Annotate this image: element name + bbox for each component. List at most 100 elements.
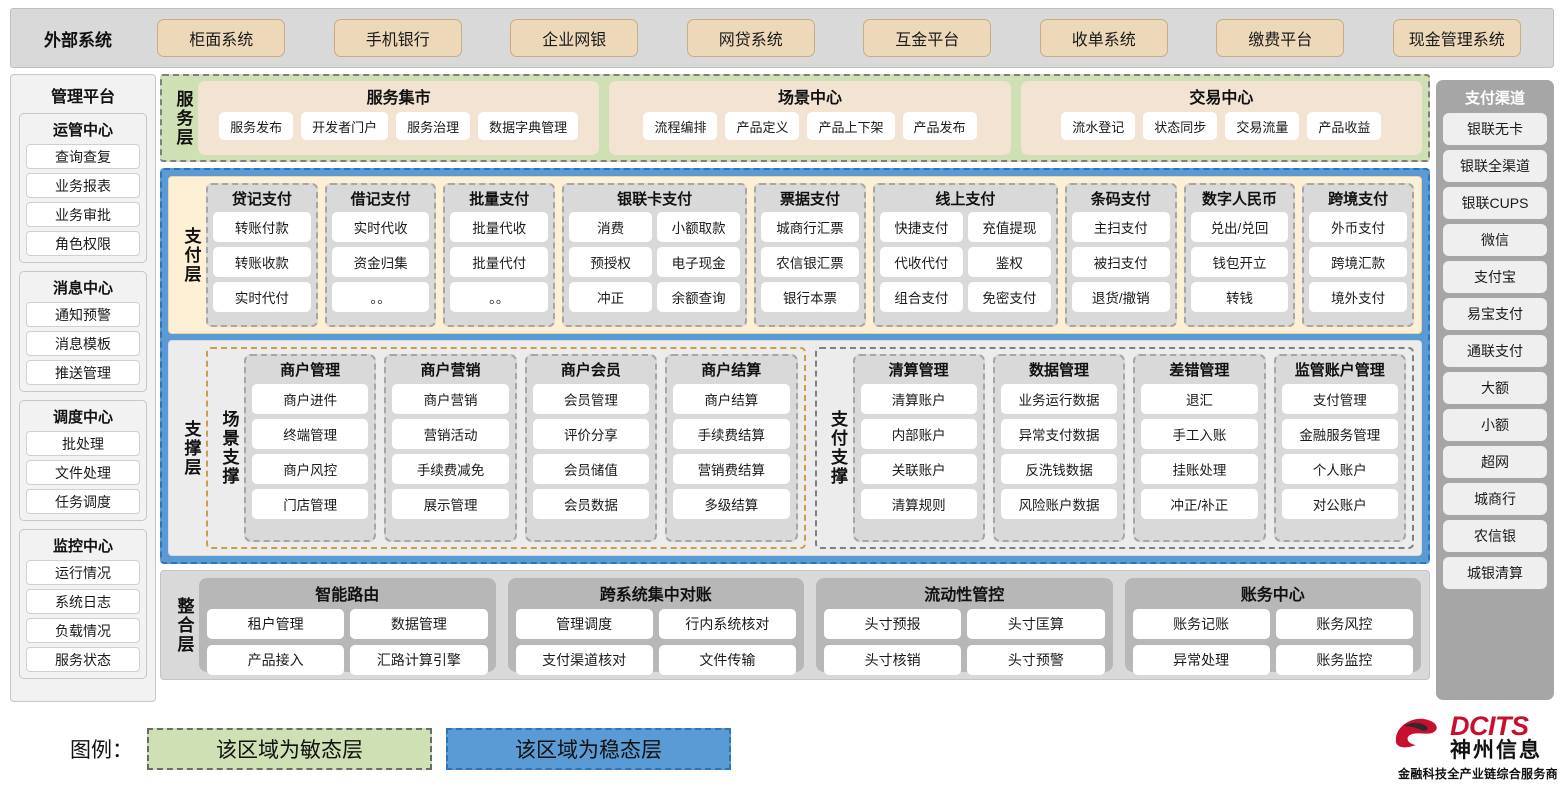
support-cell[interactable]: 清算账户 xyxy=(861,384,977,414)
service-chip[interactable]: 交易流量 xyxy=(1225,112,1299,140)
payment-cell[interactable]: 城商行汇票 xyxy=(761,212,859,242)
management-item[interactable]: 文件处理 xyxy=(26,460,140,485)
integration-cell[interactable]: 头寸预报 xyxy=(824,609,961,639)
support-cell[interactable]: 会员储值 xyxy=(533,454,649,484)
integration-cell[interactable]: 头寸预警 xyxy=(967,645,1104,675)
support-cell[interactable]: 退汇 xyxy=(1141,384,1257,414)
support-cell[interactable]: 手续费减免 xyxy=(392,454,508,484)
management-item[interactable]: 角色权限 xyxy=(26,231,140,256)
payment-cell[interactable]: 批量代收 xyxy=(450,212,548,242)
payment-cell[interactable]: 退货/撤销 xyxy=(1072,282,1170,312)
payment-channel-item[interactable]: 银联CUPS xyxy=(1443,187,1547,219)
management-item[interactable]: 消息模板 xyxy=(26,331,140,356)
payment-cell[interactable]: 钱包开立 xyxy=(1191,247,1289,277)
integration-cell[interactable]: 头寸核销 xyxy=(824,645,961,675)
support-cell[interactable]: 营销费结算 xyxy=(673,454,789,484)
integration-cell[interactable]: 异常处理 xyxy=(1133,645,1270,675)
support-cell[interactable]: 冲正/补正 xyxy=(1141,489,1257,519)
support-cell[interactable]: 手工入账 xyxy=(1141,419,1257,449)
external-system-chip[interactable]: 网贷系统 xyxy=(687,19,815,57)
support-cell[interactable]: 手续费结算 xyxy=(673,419,789,449)
payment-cell[interactable]: 小额取款 xyxy=(657,212,740,242)
payment-cell[interactable]: 转账收款 xyxy=(213,247,311,277)
payment-cell[interactable]: 实时代付 xyxy=(213,282,311,312)
payment-channel-item[interactable]: 通联支付 xyxy=(1443,335,1547,367)
support-cell[interactable]: 个人账户 xyxy=(1282,454,1398,484)
payment-channel-item[interactable]: 大额 xyxy=(1443,372,1547,404)
support-cell[interactable]: 挂账处理 xyxy=(1141,454,1257,484)
integration-cell[interactable]: 行内系统核对 xyxy=(659,609,796,639)
integration-cell[interactable]: 汇路计算引擎 xyxy=(350,645,487,675)
support-cell[interactable]: 多级结算 xyxy=(673,489,789,519)
payment-cell[interactable]: 充值提现 xyxy=(968,212,1051,242)
support-cell[interactable]: 商户营销 xyxy=(392,384,508,414)
support-cell[interactable]: 关联账户 xyxy=(861,454,977,484)
payment-cell[interactable]: 银行本票 xyxy=(761,282,859,312)
integration-cell[interactable]: 数据管理 xyxy=(350,609,487,639)
integration-cell[interactable]: 文件传输 xyxy=(659,645,796,675)
payment-channel-item[interactable]: 支付宝 xyxy=(1443,261,1547,293)
service-chip[interactable]: 产品发布 xyxy=(903,112,977,140)
support-cell[interactable]: 展示管理 xyxy=(392,489,508,519)
integration-cell[interactable]: 头寸匡算 xyxy=(967,609,1104,639)
payment-cell[interactable]: 预授权 xyxy=(569,247,652,277)
service-chip[interactable]: 数据字典管理 xyxy=(478,112,578,140)
support-cell[interactable]: 评价分享 xyxy=(533,419,649,449)
payment-cell[interactable]: 电子现金 xyxy=(657,247,740,277)
support-cell[interactable]: 营销活动 xyxy=(392,419,508,449)
payment-cell[interactable]: 外币支付 xyxy=(1309,212,1407,242)
payment-channel-item[interactable]: 农信银 xyxy=(1443,520,1547,552)
support-cell[interactable]: 支付管理 xyxy=(1282,384,1398,414)
management-item[interactable]: 系统日志 xyxy=(26,589,140,614)
support-cell[interactable]: 反洗钱数据 xyxy=(1001,454,1117,484)
external-system-chip[interactable]: 手机银行 xyxy=(334,19,462,57)
payment-cell[interactable]: 批量代付 xyxy=(450,247,548,277)
external-system-chip[interactable]: 缴费平台 xyxy=(1216,19,1344,57)
management-item[interactable]: 查询查复 xyxy=(26,144,140,169)
management-item[interactable]: 推送管理 xyxy=(26,360,140,385)
service-chip[interactable]: 产品上下架 xyxy=(807,112,894,140)
support-cell[interactable]: 商户进件 xyxy=(252,384,368,414)
integration-cell[interactable]: 产品接入 xyxy=(207,645,344,675)
payment-cell[interactable]: 农信银汇票 xyxy=(761,247,859,277)
payment-cell[interactable]: 快捷支付 xyxy=(880,212,963,242)
payment-cell[interactable]: 冲正 xyxy=(569,282,652,312)
payment-channel-item[interactable]: 微信 xyxy=(1443,224,1547,256)
external-system-chip[interactable]: 现金管理系统 xyxy=(1393,19,1521,57)
payment-channel-item[interactable]: 超网 xyxy=(1443,446,1547,478)
payment-cell[interactable]: 鉴权 xyxy=(968,247,1051,277)
support-cell[interactable]: 风险账户数据 xyxy=(1001,489,1117,519)
service-chip[interactable]: 开发者门户 xyxy=(301,112,388,140)
payment-cell[interactable]: 主扫支付 xyxy=(1072,212,1170,242)
support-cell[interactable]: 清算规则 xyxy=(861,489,977,519)
management-item[interactable]: 通知预警 xyxy=(26,302,140,327)
payment-cell[interactable]: 兑出/兑回 xyxy=(1191,212,1289,242)
service-chip[interactable]: 流程编排 xyxy=(643,112,717,140)
integration-cell[interactable]: 账务监控 xyxy=(1276,645,1413,675)
support-cell[interactable]: 商户风控 xyxy=(252,454,368,484)
payment-cell[interactable]: 代收代付 xyxy=(880,247,963,277)
payment-cell[interactable]: 被扫支付 xyxy=(1072,247,1170,277)
payment-cell[interactable]: 实时代收 xyxy=(332,212,430,242)
management-item[interactable]: 业务审批 xyxy=(26,202,140,227)
management-item[interactable]: 任务调度 xyxy=(26,489,140,514)
integration-cell[interactable]: 账务记账 xyxy=(1133,609,1270,639)
payment-cell[interactable]: 转钱 xyxy=(1191,282,1289,312)
support-cell[interactable]: 会员管理 xyxy=(533,384,649,414)
support-cell[interactable]: 终端管理 xyxy=(252,419,368,449)
external-system-chip[interactable]: 企业网银 xyxy=(510,19,638,57)
payment-cell[interactable]: 。。 xyxy=(332,282,430,312)
payment-channel-item[interactable]: 易宝支付 xyxy=(1443,298,1547,330)
external-system-chip[interactable]: 收单系统 xyxy=(1040,19,1168,57)
external-system-chip[interactable]: 互金平台 xyxy=(863,19,991,57)
payment-channel-item[interactable]: 城商行 xyxy=(1443,483,1547,515)
payment-cell[interactable]: 资金归集 xyxy=(332,247,430,277)
payment-cell[interactable]: 境外支付 xyxy=(1309,282,1407,312)
payment-channel-item[interactable]: 银联无卡 xyxy=(1443,113,1547,145)
support-cell[interactable]: 商户结算 xyxy=(673,384,789,414)
support-cell[interactable]: 对公账户 xyxy=(1282,489,1398,519)
support-cell[interactable]: 金融服务管理 xyxy=(1282,419,1398,449)
management-item[interactable]: 批处理 xyxy=(26,431,140,456)
management-item[interactable]: 负载情况 xyxy=(26,618,140,643)
support-cell[interactable]: 业务运行数据 xyxy=(1001,384,1117,414)
